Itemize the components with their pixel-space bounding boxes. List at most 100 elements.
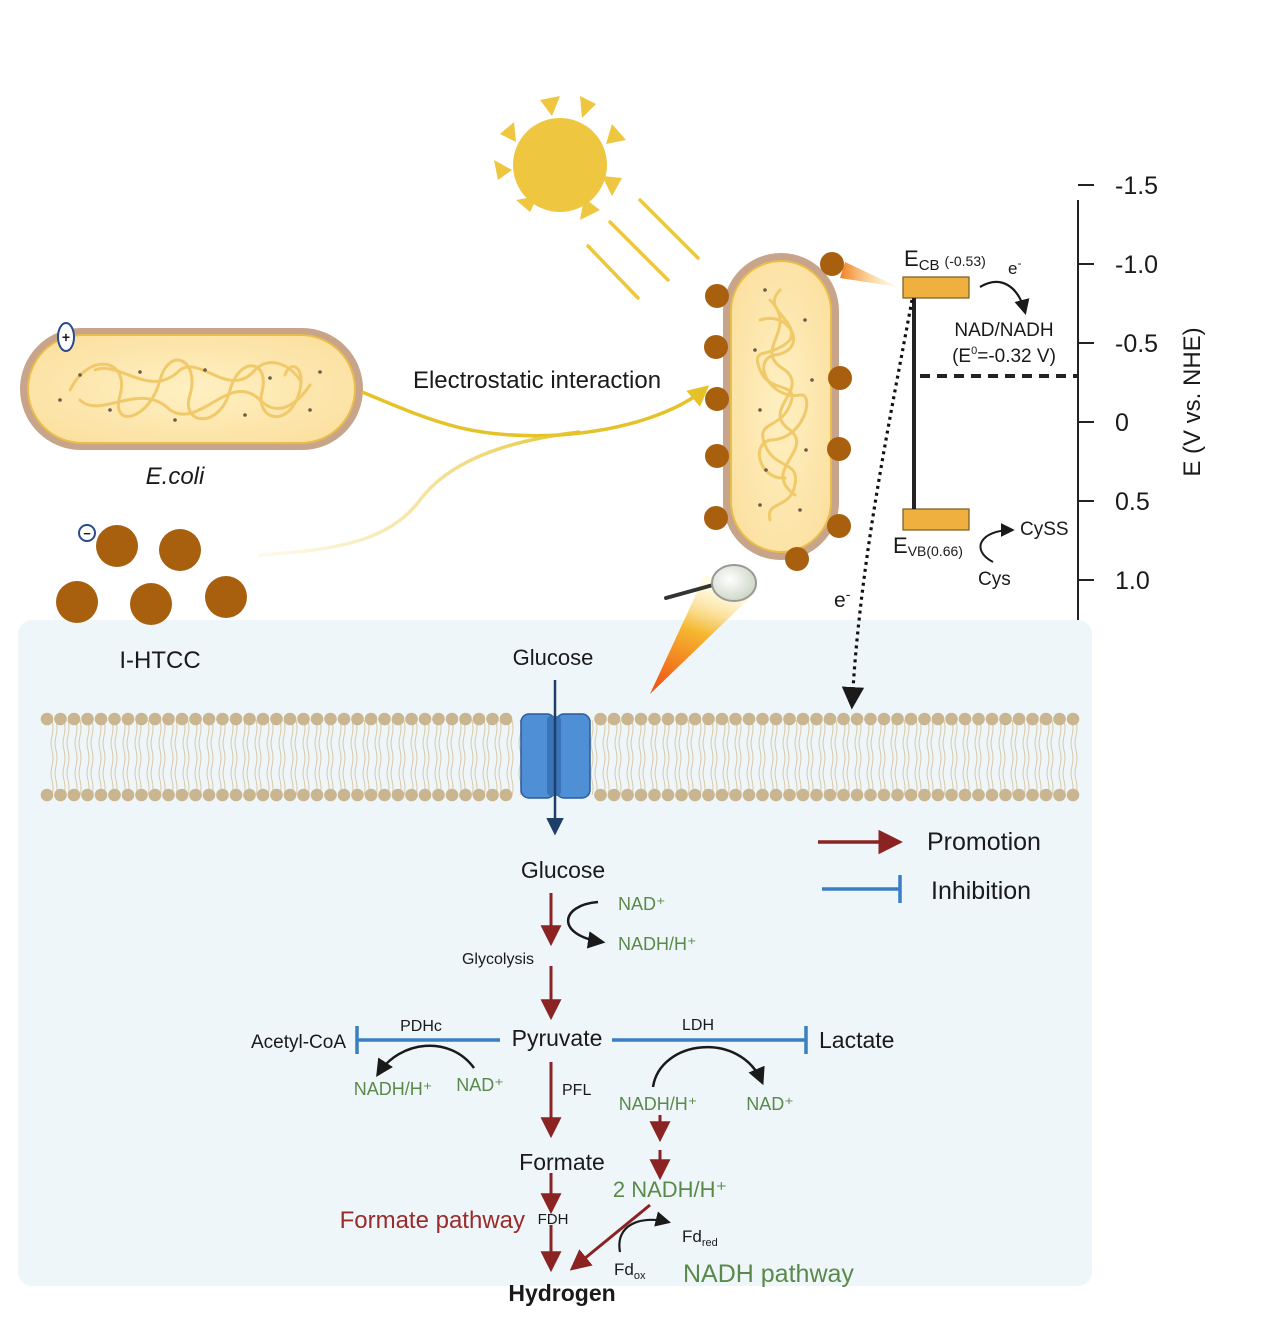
lipid-head: [1026, 788, 1039, 802]
lipid-head: [729, 712, 742, 726]
lipid-head: [796, 712, 810, 726]
lipid-head: [1012, 712, 1026, 726]
cys-oxidation-arrow: [979, 523, 1015, 563]
lipid-head: [189, 712, 202, 726]
formate-pathway-label: Formate pathway: [340, 1207, 525, 1234]
lipid-head: [67, 788, 81, 802]
energy-axis-tick-label: -0.5: [1115, 330, 1158, 358]
band-diagram: [902, 276, 1078, 531]
lipid-head: [283, 788, 297, 802]
lipid-head: [877, 712, 891, 726]
magnifying-glass-icon: [664, 564, 757, 602]
acetylcoa-label: Acetyl-CoA: [251, 1032, 346, 1053]
lipid-head: [175, 788, 189, 802]
electron-label: e-: [834, 586, 851, 612]
lipid-head: [162, 788, 175, 802]
lipid-head: [175, 712, 189, 726]
lipid-head: [445, 788, 459, 802]
lipid-head: [918, 712, 931, 726]
negative-sign: −: [83, 526, 91, 541]
lipid-head: [607, 788, 621, 802]
lipid-head: [216, 788, 229, 802]
lipid-head: [40, 788, 54, 802]
ecoli-label: E.coli: [146, 463, 205, 490]
lipid-head: [121, 788, 135, 802]
lipid-head: [621, 712, 634, 726]
lipid-head: [945, 712, 958, 726]
lipid-head: [297, 712, 310, 726]
nad-plus-label-3: NAD⁺: [746, 1094, 794, 1114]
lipid-head: [405, 788, 418, 802]
lipid-head: [634, 712, 648, 726]
lipid-head: [823, 712, 837, 726]
lactate-label: Lactate: [819, 1027, 894, 1053]
lipid-head: [459, 788, 472, 802]
lipid-head: [310, 712, 324, 726]
ecoli-interaction-arrow: [361, 385, 710, 438]
lipid-head: [594, 788, 607, 802]
pfl-label: PFL: [562, 1082, 591, 1099]
lipid-head: [40, 712, 54, 726]
ldh-nadh-arrow: [651, 1046, 765, 1088]
lipid-head: [310, 788, 324, 802]
positive-sign: +: [62, 329, 70, 345]
lipid-head: [675, 788, 688, 802]
positive-charge-icon: +: [57, 322, 75, 352]
lipid-head: [634, 788, 648, 802]
formate-label: Formate: [519, 1149, 605, 1175]
lipid-head: [756, 712, 769, 726]
cys-label: Cys: [978, 569, 1011, 590]
legend: Promotion Inhibition: [818, 828, 1041, 905]
e0-label: (E0=-0.32 V): [952, 345, 1056, 367]
lipid-head: [715, 788, 729, 802]
lipid-head: [958, 788, 972, 802]
lipid-head: [972, 712, 985, 726]
energy-axis-tick-label: -1.0: [1115, 251, 1158, 279]
glycolysis-label: Glycolysis: [462, 951, 534, 968]
lipid-head: [675, 712, 688, 726]
fd-red-label: Fdred: [682, 1227, 718, 1249]
lipid-head: [486, 712, 499, 726]
lipid-head: [769, 712, 783, 726]
nadh-pathway-label: NADH pathway: [683, 1260, 854, 1288]
lipid-head: [783, 712, 796, 726]
lipid-head: [324, 712, 337, 726]
lipid-head: [256, 712, 270, 726]
lipid-head: [256, 788, 270, 802]
lipid-head: [364, 712, 378, 726]
lipid-head: [621, 788, 634, 802]
sun-rays: [586, 198, 700, 300]
negative-charge-icon: −: [78, 524, 96, 542]
lipid-head: [94, 788, 108, 802]
lipid-head: [810, 788, 823, 802]
lipid-head: [391, 788, 405, 802]
lipid-head: [594, 712, 607, 726]
lipid-head: [351, 788, 364, 802]
lipid-head: [702, 712, 715, 726]
lipid-head: [81, 788, 94, 802]
lipid-head: [189, 788, 202, 802]
nadh-label-1: NADH/H⁺: [618, 934, 697, 954]
zoom-cone: [650, 575, 758, 694]
energy-axis-tick-label: -1.5: [1115, 172, 1158, 200]
two-nadh-label: 2 NADH/H⁺: [613, 1177, 727, 1202]
fdh-label: FDH: [538, 1211, 569, 1228]
lipid-head: [364, 788, 378, 802]
lipid-head: [1012, 788, 1026, 802]
energy-axis-tick-label: 0: [1115, 409, 1129, 437]
lipid-head: [202, 712, 216, 726]
lipid-head: [1039, 788, 1053, 802]
lipid-head: [472, 712, 486, 726]
hybrid-bacterium: [723, 253, 839, 560]
lipid-head: [702, 788, 715, 802]
lipid-head: [243, 788, 256, 802]
lipid-head: [135, 712, 148, 726]
lipid-head: [243, 712, 256, 726]
fd-ox-label: Fdox: [614, 1260, 646, 1282]
lipid-head: [648, 712, 661, 726]
lipid-head: [756, 788, 769, 802]
lipid-head: [499, 712, 513, 726]
cyss-label: CySS: [1020, 519, 1069, 540]
energy-axis: -1.5-1.0-0.500.51.0: [1077, 172, 1158, 620]
